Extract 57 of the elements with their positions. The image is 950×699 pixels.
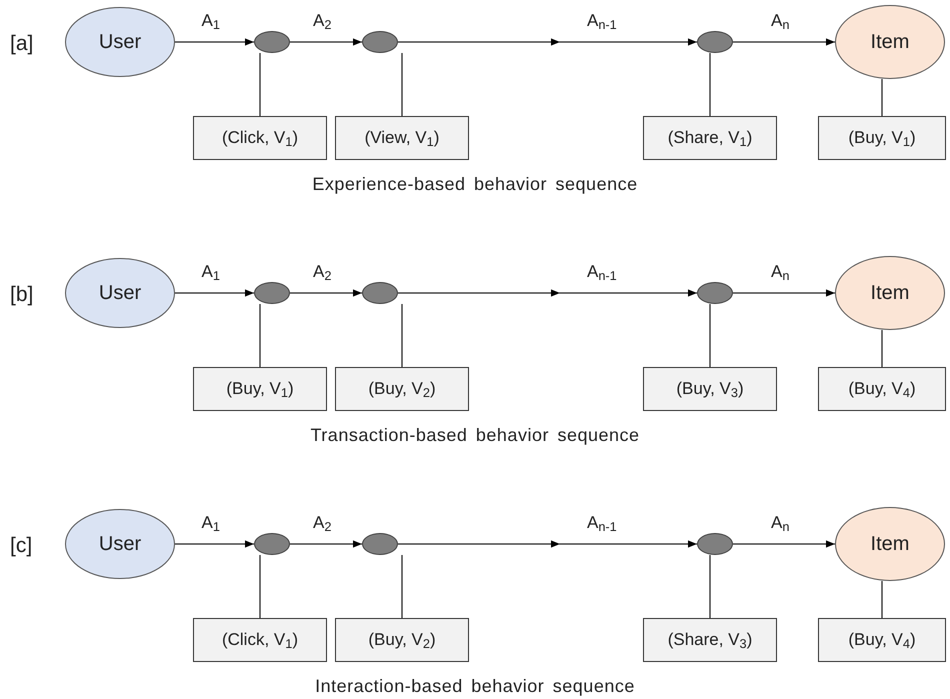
edge-label: A$_{1}$ [200, 263, 221, 280]
edge-label: A$_{n}$ [770, 12, 790, 29]
edge-label: A$_{n}$ [770, 263, 790, 280]
edge-label: A$_{2}$ [312, 263, 332, 280]
state-box: (Share, V$_{3}$) [643, 618, 777, 662]
node-ellipse [254, 282, 290, 304]
state-box: (Buy, V$_{4}$) [818, 618, 946, 662]
edge-label: A$_{2}$ [312, 514, 332, 531]
node-ellipse [362, 31, 398, 53]
state-box: (Buy, V$_{2}$) [335, 618, 469, 662]
state-box: (Buy, V$_{4}$) [818, 367, 946, 411]
state-box: (View, V$_{1}$) [335, 116, 469, 160]
node-ellipse [362, 533, 398, 555]
entity-ellipse: User [65, 509, 175, 579]
entity-ellipse: User [65, 258, 175, 328]
state-box: (Click, V$_{1}$) [193, 618, 327, 662]
edge-label: A$_{n-1}$ [586, 12, 618, 29]
arrow [290, 289, 362, 297]
caption: Transaction-based behavior sequence [310, 424, 640, 447]
arrow [290, 540, 362, 548]
entity-ellipse: User [65, 7, 175, 77]
edge-label: A$_{2}$ [312, 12, 332, 29]
arrow [732, 289, 836, 297]
panel-label: [b] [10, 282, 34, 308]
edge-label: A$_{n-1}$ [586, 263, 618, 280]
arrow [174, 540, 254, 548]
state-box: (Buy, V$_{2}$) [335, 367, 469, 411]
caption: Experience-based behavior sequence [312, 173, 638, 196]
arrow [398, 38, 698, 46]
arrow [290, 38, 362, 46]
edge-label: A$_{n-1}$ [586, 514, 618, 531]
arrow [398, 540, 698, 548]
state-box: (Click, V$_{1}$) [193, 116, 327, 160]
node-ellipse [697, 533, 733, 555]
node-ellipse [697, 282, 733, 304]
state-box: (Buy, V$_{1}$) [818, 116, 946, 160]
arrow [174, 38, 254, 46]
panel-label: [a] [10, 31, 34, 57]
entity-ellipse: Item [835, 256, 945, 330]
entity-ellipse: Item [835, 5, 945, 79]
arrow [398, 289, 698, 297]
state-box: (Buy, V$_{1}$) [193, 367, 327, 411]
entity-ellipse: Item [835, 507, 945, 581]
node-ellipse [697, 31, 733, 53]
state-box: (Buy, V$_{3}$) [643, 367, 777, 411]
edge-label: A$_{1}$ [200, 12, 221, 29]
node-ellipse [362, 282, 398, 304]
panel-label: [c] [10, 533, 32, 559]
node-ellipse [254, 31, 290, 53]
arrow [732, 38, 836, 46]
node-ellipse [254, 533, 290, 555]
edge-label: A$_{1}$ [200, 514, 221, 531]
arrow [732, 540, 836, 548]
state-box: (Share, V$_{1}$) [643, 116, 777, 160]
arrow [174, 289, 254, 297]
edge-label: A$_{n}$ [770, 514, 790, 531]
caption: Interaction-based behavior sequence [315, 675, 635, 698]
